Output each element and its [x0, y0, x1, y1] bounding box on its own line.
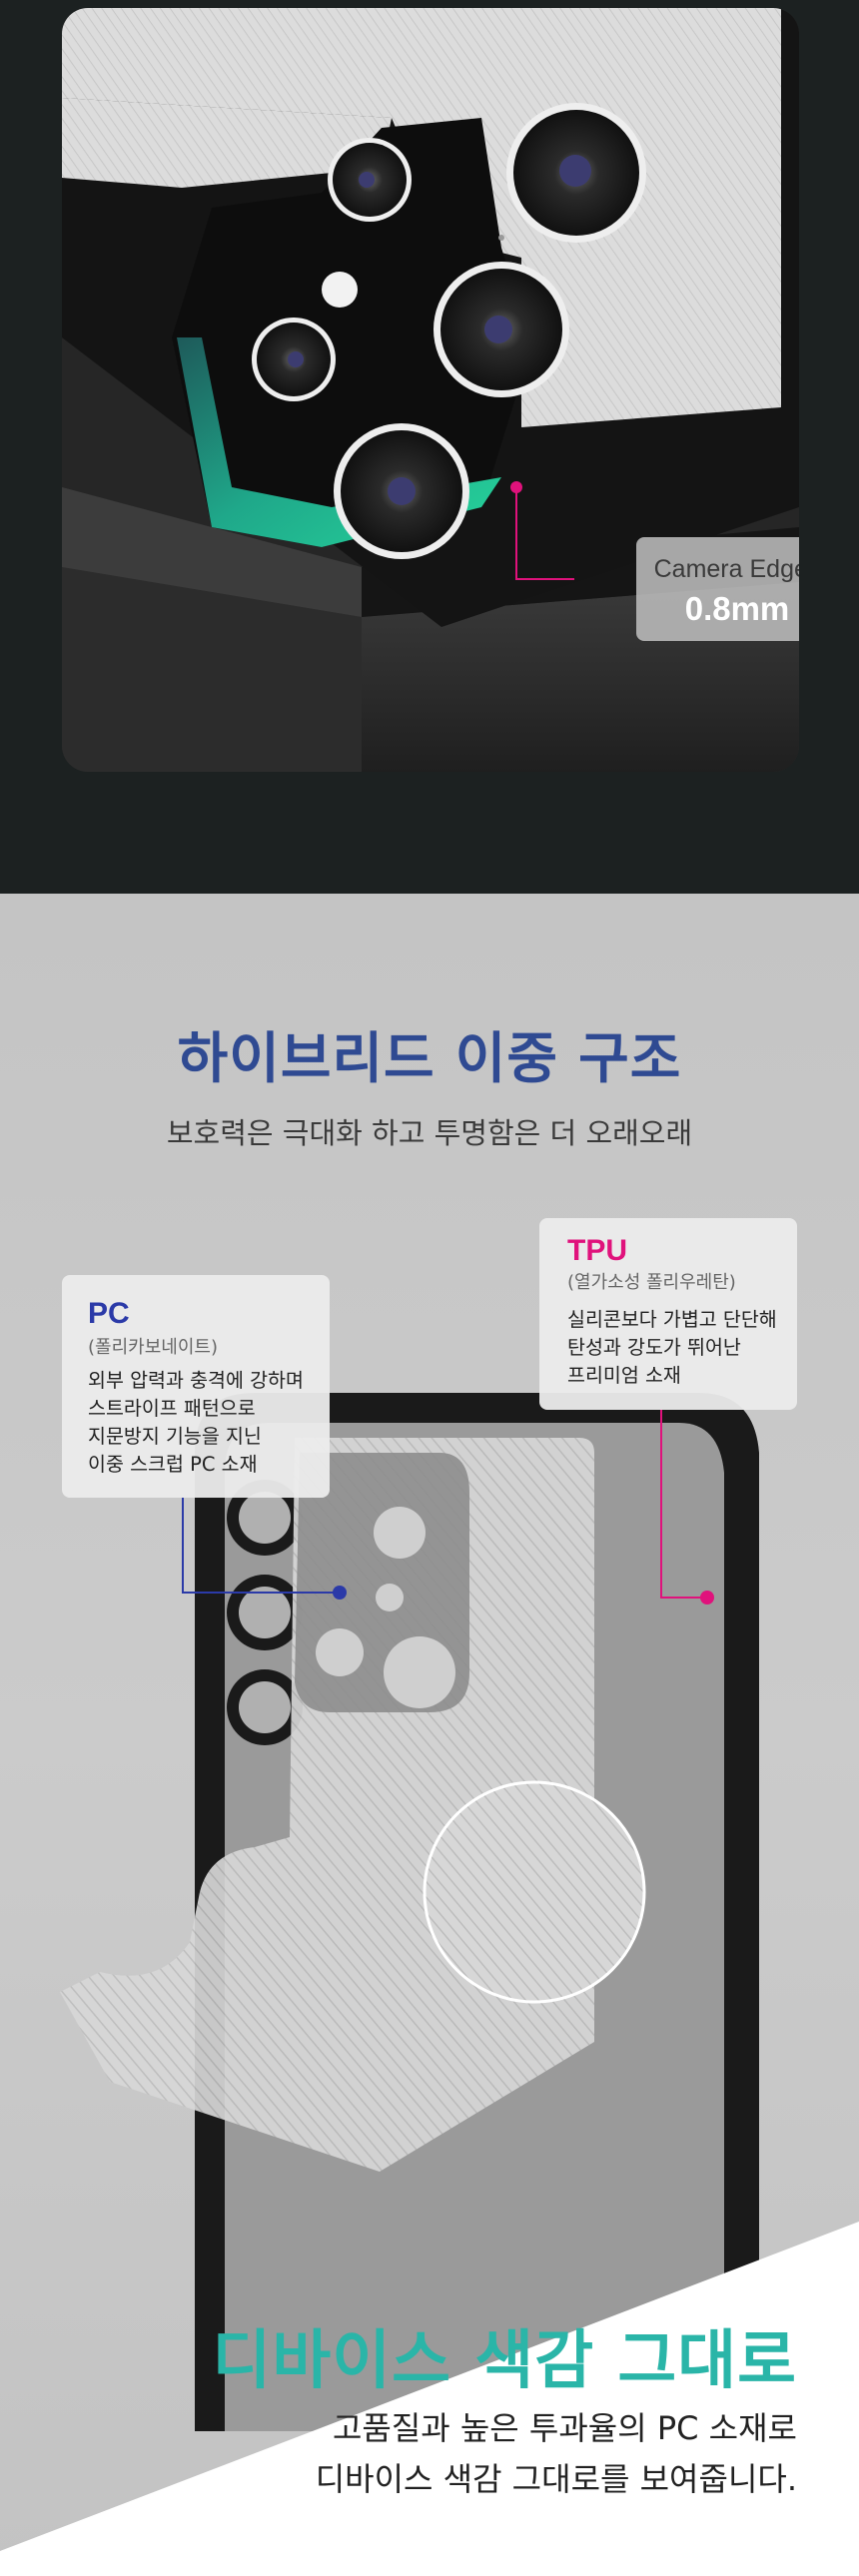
camera-closeup-image: Camera Edges 0.8mm	[62, 8, 799, 772]
case-exploded-illustration	[0, 1393, 859, 2576]
tpu-line: 실리콘보다 가볍고 단단해	[567, 1308, 777, 1331]
camera-edges-label: Camera Edges	[653, 555, 799, 583]
device-color-line: 디바이스 색감 그대로를 보여줍니다.	[315, 2460, 797, 2498]
device-color-description: 고품질과 높은 투과율의 PC 소재로 디바이스 색감 그대로를 보여줍니다.	[198, 2403, 797, 2505]
pc-callout: PC (폴리카보네이트) 외부 압력과 충격에 강하며 스트라이프 패턴으로 지…	[62, 1275, 330, 1498]
pc-description: 외부 압력과 충격에 강하며 스트라이프 패턴으로 지문방지 기능을 지닌 이중…	[88, 1367, 318, 1479]
tpu-description: 실리콘보다 가볍고 단단해 탄성과 강도가 뛰어난 프리미엄 소재	[567, 1306, 797, 1390]
pc-line: 스트라이프 패턴으로	[88, 1397, 256, 1420]
pc-title: PC	[88, 1297, 130, 1330]
device-color-line: 고품질과 높은 투과율의 PC 소재로	[332, 2409, 797, 2447]
camera-edges-badge: Camera Edges 0.8mm	[636, 537, 799, 641]
hybrid-structure-title: 하이브리드 이중 구조	[177, 1026, 682, 1090]
lens-group	[252, 103, 646, 559]
hybrid-structure-subtitle: 보호력은 극대화 하고 투명함은 더 오래오래	[166, 1116, 693, 1150]
pc-line: 외부 압력과 충격에 강하며	[88, 1369, 304, 1392]
device-color-title: 디바이스 색감 그대로	[212, 2324, 797, 2398]
camera-edge-section: Camera Edges 0.8mm	[0, 0, 859, 894]
camera-closeup-illustration	[62, 8, 799, 772]
pc-subtitle: (폴리카보네이트)	[88, 1337, 218, 1358]
tpu-line: 프리미엄 소재	[567, 1364, 681, 1387]
camera-edges-value: 0.8mm	[684, 590, 790, 627]
tpu-subtitle: (열가소성 폴리우레탄)	[567, 1272, 736, 1293]
tpu-title: TPU	[567, 1234, 627, 1267]
hybrid-structure-section: 하이브리드 이중 구조 보호력은 극대화 하고 투명함은 더 오래오래 PC (…	[0, 894, 859, 2576]
tpu-line: 탄성과 강도가 뛰어난	[567, 1336, 741, 1359]
tpu-callout: TPU (열가소성 폴리우레탄) 실리콘보다 가볍고 단단해 탄성과 강도가 뛰…	[539, 1218, 797, 1410]
pc-line: 지문방지 기능을 지닌	[88, 1425, 262, 1448]
pc-line: 이중 스크럽 PC 소재	[88, 1453, 258, 1476]
